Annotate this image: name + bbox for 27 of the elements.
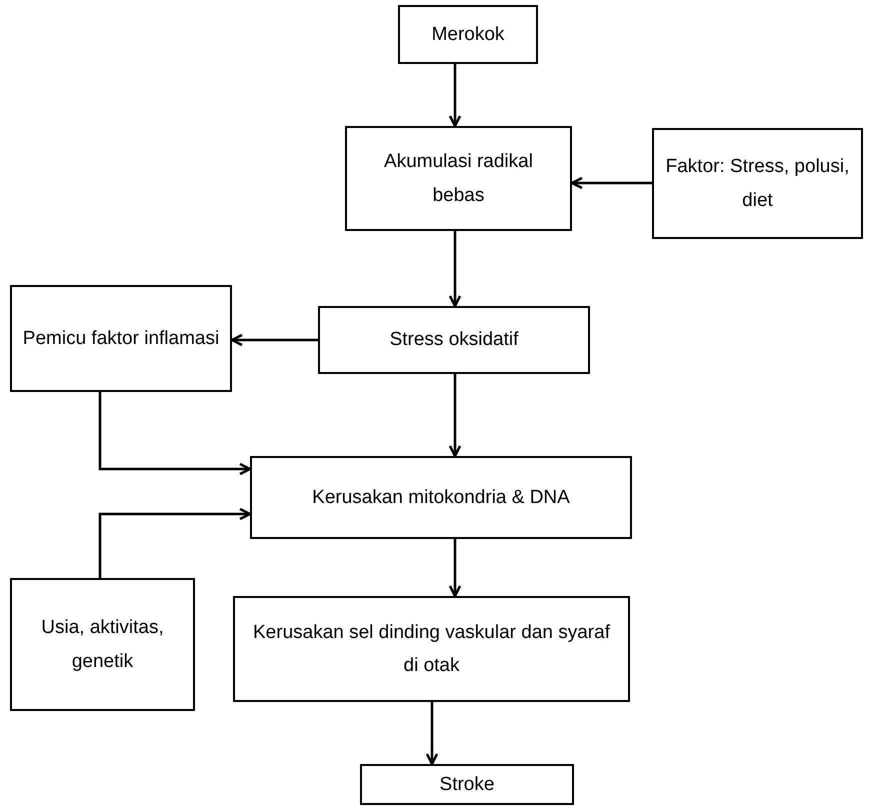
box-text: Kerusakan mitokondria & DNA bbox=[312, 486, 570, 510]
arrow bbox=[230, 334, 318, 346]
process-box bbox=[398, 5, 538, 64]
process-box bbox=[10, 285, 232, 392]
process-box bbox=[233, 596, 630, 702]
arrow bbox=[448, 64, 462, 128]
process-box bbox=[345, 126, 572, 231]
box-text: Stress oksidatif bbox=[390, 328, 518, 352]
arrow bbox=[570, 176, 652, 190]
box-text: Pemicu faktor inflamasi bbox=[22, 326, 220, 351]
process-box bbox=[652, 128, 863, 239]
process-box bbox=[250, 456, 632, 539]
arrow bbox=[426, 702, 438, 766]
box-text: Stroke bbox=[440, 772, 494, 797]
box-text: Usia, aktivitas, genetik bbox=[40, 616, 165, 674]
box-text: Kerusakan sel dinding vaskular dan syaraf di otak bbox=[252, 620, 611, 678]
arrow bbox=[448, 374, 462, 458]
box-text: Faktor: Stress, polusi, diet bbox=[664, 155, 850, 212]
arrow bbox=[98, 392, 252, 476]
process-box bbox=[318, 306, 590, 374]
process-box bbox=[360, 764, 574, 805]
arrow bbox=[448, 539, 462, 598]
arrow bbox=[98, 508, 252, 578]
box-text: Merokok bbox=[432, 22, 504, 47]
box-text: Akumulasi radikal bebas bbox=[383, 150, 534, 208]
process-box bbox=[10, 578, 195, 711]
arrow bbox=[448, 231, 462, 308]
